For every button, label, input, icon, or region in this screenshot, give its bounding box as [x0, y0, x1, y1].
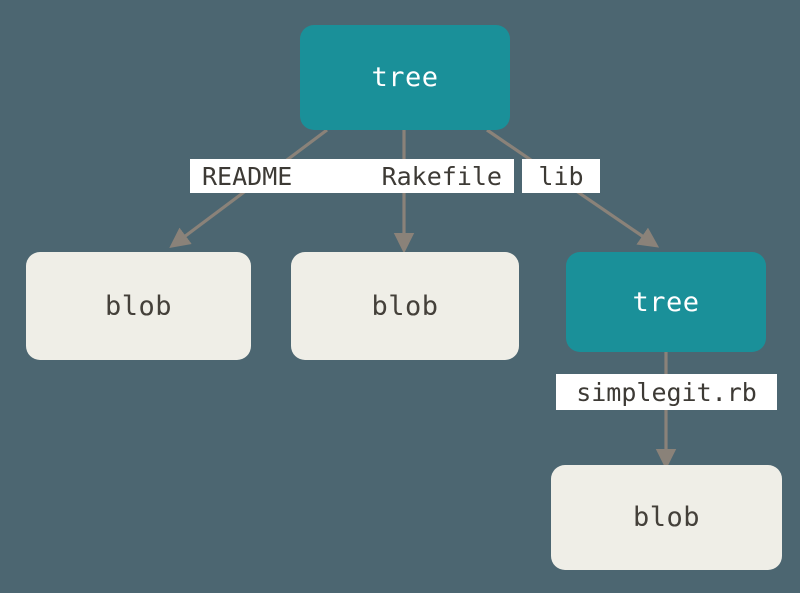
- edge-label-readme-rakefile: README Rakefile: [190, 159, 514, 193]
- node-label: tree: [371, 62, 439, 93]
- node-blob-simplegit[interactable]: blob: [551, 465, 782, 570]
- node-label: tree: [632, 286, 700, 318]
- edge-label-lib: lib: [522, 159, 600, 193]
- node-blob-readme[interactable]: blob: [26, 252, 251, 360]
- node-label: blob: [104, 290, 173, 322]
- node-blob-rakefile[interactable]: blob: [291, 252, 519, 360]
- node-tree-root[interactable]: tree: [300, 25, 510, 130]
- edge-label-lib-text: lib: [538, 161, 584, 191]
- node-label: blob: [632, 502, 701, 533]
- edge-label-simplegit-text: simplegit.rb: [576, 377, 757, 407]
- node-tree-lib[interactable]: tree: [566, 252, 766, 352]
- edge-label-rakefile: Rakefile: [381, 161, 502, 191]
- edge-label-simplegit: simplegit.rb: [556, 374, 777, 410]
- edge-label-readme: README: [202, 161, 293, 191]
- node-label: blob: [371, 290, 439, 322]
